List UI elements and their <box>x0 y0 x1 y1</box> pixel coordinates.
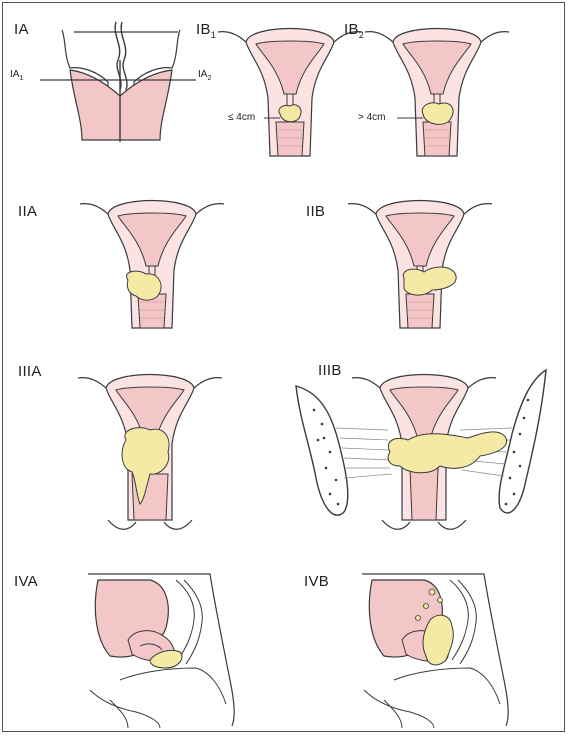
label-ia: IA <box>14 21 29 38</box>
label-iib: IIB <box>306 203 326 220</box>
label-iiib: IIIB <box>318 362 342 379</box>
stage-ivb-drawing <box>362 573 509 729</box>
size-label-ib1: ≤ 4cm <box>228 112 256 123</box>
label-iva: IVA <box>14 573 38 590</box>
stage-iib-drawing <box>347 199 493 329</box>
size-label-ib2: > 4cm <box>358 112 386 123</box>
label-ivb: IVB <box>304 573 330 590</box>
stage-ia-drawing <box>40 21 196 142</box>
label-ia2: IA2 <box>198 69 212 82</box>
label-iia: IIA <box>18 203 38 220</box>
label-ib2: IB2 <box>344 21 365 40</box>
stage-iiia-drawing <box>77 374 223 530</box>
label-ib1: IB1 <box>196 21 217 40</box>
label-ia1: IA1 <box>10 69 24 82</box>
stage-iia-drawing <box>79 199 225 329</box>
stage-iiib-drawing <box>295 368 547 530</box>
stage-iva-drawing <box>88 573 235 729</box>
stage-ib2-drawing <box>364 27 510 157</box>
stage-ib1-drawing <box>217 27 363 157</box>
label-iiia: IIIA <box>18 363 42 380</box>
